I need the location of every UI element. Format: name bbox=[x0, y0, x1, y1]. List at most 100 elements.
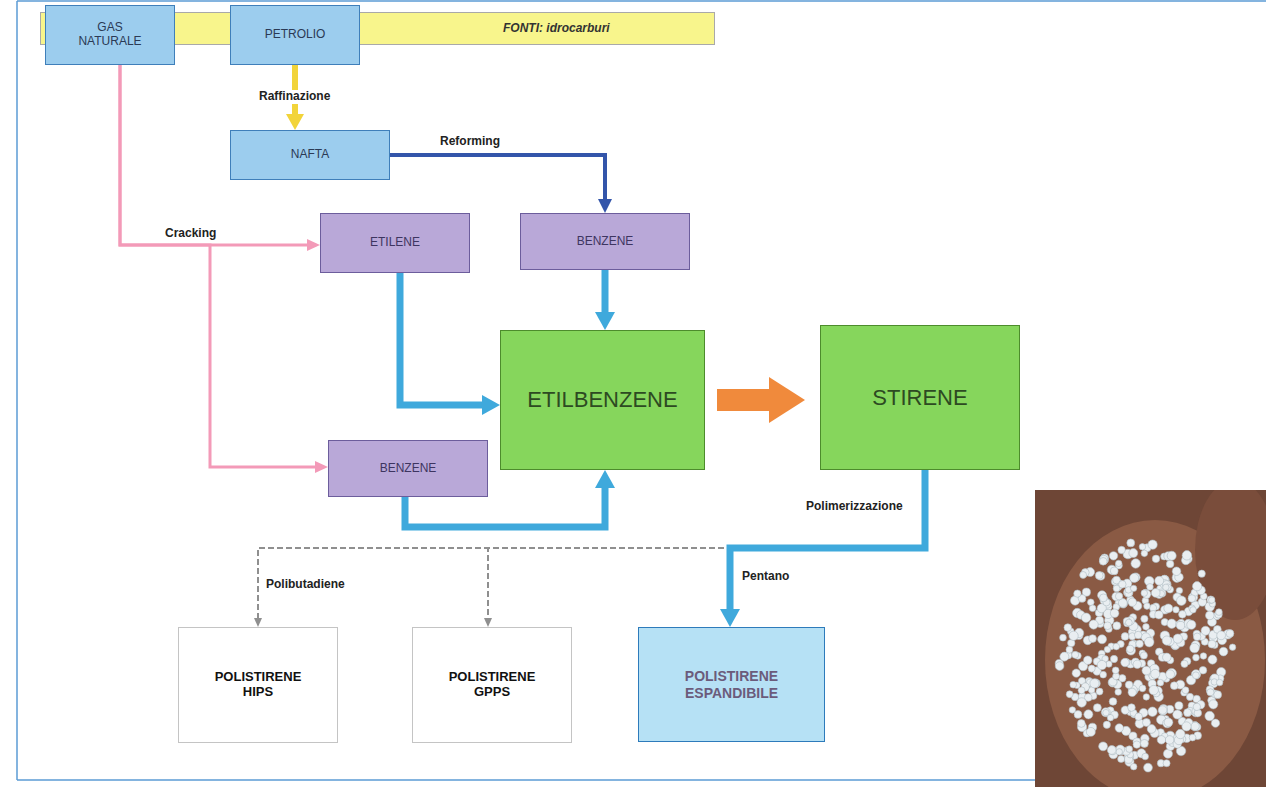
node-text: POLISTIRENE HIPS bbox=[203, 670, 313, 700]
node-text: ETILBENZENE bbox=[527, 387, 677, 412]
polystyrene-bead bbox=[1149, 685, 1158, 694]
polystyrene-bead bbox=[1199, 666, 1207, 674]
polystyrene-bead bbox=[1072, 669, 1080, 677]
frame-line bbox=[17, 0, 1266, 2]
flow-connector bbox=[717, 389, 769, 411]
polystyrene-bead bbox=[1064, 624, 1072, 632]
polystyrene-bead bbox=[1115, 560, 1121, 566]
polystyrene-bead bbox=[1069, 631, 1078, 640]
polystyrene-bead bbox=[1216, 609, 1223, 616]
polystyrene-bead bbox=[1200, 653, 1207, 660]
polystyrene-bead bbox=[1080, 572, 1087, 579]
polystyrene-bead bbox=[1207, 596, 1215, 604]
frame-line bbox=[17, 779, 1035, 781]
polystyrene-bead bbox=[1072, 651, 1079, 658]
polystyrene-bead bbox=[1170, 682, 1178, 690]
polystyrene-bead bbox=[1074, 711, 1082, 719]
polystyrene-bead bbox=[1184, 709, 1192, 717]
polystyrene-bead bbox=[1198, 570, 1205, 577]
polystyrene-bead bbox=[1208, 655, 1217, 664]
polystyrene-bead bbox=[1081, 613, 1090, 622]
source-box: GAS NATURALE bbox=[45, 5, 175, 65]
polystyrene-bead bbox=[1182, 722, 1191, 731]
intermediate-box: BENZENE bbox=[520, 213, 690, 270]
polystyrene-bead bbox=[1077, 720, 1085, 728]
polystyrene-bead bbox=[1179, 611, 1187, 619]
polystyrene-bead bbox=[1167, 551, 1176, 560]
polystyrene-bead bbox=[1119, 581, 1127, 589]
polystyrene-bead bbox=[1115, 593, 1122, 600]
polystyrene-bead bbox=[1089, 605, 1096, 612]
polystyrene-bead bbox=[1147, 725, 1156, 734]
polystyrene-bead bbox=[1130, 573, 1139, 582]
polystyrene-bead bbox=[1121, 633, 1129, 641]
polystyrene-bead bbox=[1125, 619, 1132, 626]
polystyrene-bead bbox=[1093, 704, 1101, 712]
polystyrene-bead bbox=[1104, 622, 1112, 630]
polystyrene-bead bbox=[1188, 595, 1196, 603]
polystyrene-bead bbox=[1066, 646, 1073, 653]
polystyrene-bead bbox=[1084, 656, 1092, 664]
frame-line bbox=[16, 1, 18, 780]
polymer-box: POLISTIRENE ESPANDIBILE bbox=[638, 627, 825, 742]
polystyrene-bead bbox=[1144, 603, 1151, 610]
polystyrene-bead bbox=[1066, 691, 1073, 698]
polystyrene-bead bbox=[1201, 626, 1210, 635]
polystyrene-bead bbox=[1115, 724, 1123, 732]
polystyrene-bead bbox=[1100, 671, 1107, 678]
process-label: Reforming bbox=[440, 135, 500, 149]
polystyrene-bead bbox=[1142, 666, 1151, 675]
polystyrene-bead bbox=[1159, 706, 1168, 715]
polystyrene-bead bbox=[1190, 643, 1200, 653]
polystyrene-bead bbox=[1177, 621, 1185, 629]
node-text: POLISTIRENE ESPANDIBILE bbox=[659, 668, 804, 700]
polystyrene-bead bbox=[1096, 688, 1103, 695]
polystyrene-bead bbox=[1089, 620, 1098, 629]
polystyrene-bead bbox=[1131, 559, 1140, 568]
polystyrene-bead bbox=[1226, 630, 1234, 638]
polystyrene-bead bbox=[1205, 711, 1215, 721]
polystyrene-bead bbox=[1157, 736, 1165, 744]
polystyrene-bead bbox=[1217, 631, 1226, 640]
polystyrene-bead bbox=[1089, 635, 1097, 643]
flow-connector bbox=[602, 270, 609, 312]
product-box: NAFTA bbox=[230, 130, 390, 180]
polystyrene-bead bbox=[1109, 552, 1117, 560]
polystyrene-bead bbox=[1086, 727, 1095, 736]
node-text: FONTI: idrocarburi bbox=[503, 22, 610, 36]
source-box: PETROLIO bbox=[230, 5, 360, 65]
polystyrene-bead bbox=[1148, 540, 1157, 549]
polystyrene-bead bbox=[1142, 753, 1149, 760]
polystyrene-bead bbox=[1118, 546, 1125, 553]
polystyrene-bead bbox=[1151, 589, 1160, 598]
node-text: BENZENE bbox=[380, 462, 437, 476]
process-label: Polibutadiene bbox=[266, 578, 345, 592]
beads-photo bbox=[1035, 490, 1266, 787]
polystyrene-bead bbox=[1134, 631, 1142, 639]
polystyrene-bead bbox=[1099, 742, 1108, 751]
polystyrene-bead bbox=[1121, 658, 1129, 666]
polystyrene-bead bbox=[1187, 620, 1196, 629]
polystyrene-bead bbox=[1130, 585, 1136, 591]
polystyrene-bead bbox=[1164, 718, 1173, 727]
polystyrene-bead bbox=[1147, 584, 1154, 591]
polystyrene-bead bbox=[1152, 555, 1160, 563]
polystyrene-bead bbox=[1173, 710, 1182, 719]
polystyrene-bead bbox=[1110, 609, 1119, 618]
polystyrene-bead bbox=[1207, 689, 1214, 696]
polystyrene-bead bbox=[1099, 594, 1107, 602]
polystyrene-bead bbox=[1193, 654, 1200, 661]
polystyrene-bead bbox=[1155, 576, 1164, 585]
node-text: POLISTIRENE GPPS bbox=[437, 670, 547, 700]
polystyrene-bead bbox=[1130, 763, 1137, 770]
polystyrene-bead bbox=[1163, 584, 1169, 590]
polystyrene-bead bbox=[1173, 634, 1182, 643]
polystyrene-bead bbox=[1208, 640, 1216, 648]
polystyrene-bead bbox=[1167, 619, 1176, 628]
polystyrene-bead bbox=[1165, 736, 1174, 745]
polymer-box: POLISTIRENE HIPS bbox=[178, 627, 338, 743]
polystyrene-bead bbox=[1229, 644, 1235, 650]
polystyrene-bead bbox=[1055, 662, 1064, 671]
polystyrene-bead bbox=[1141, 590, 1148, 597]
